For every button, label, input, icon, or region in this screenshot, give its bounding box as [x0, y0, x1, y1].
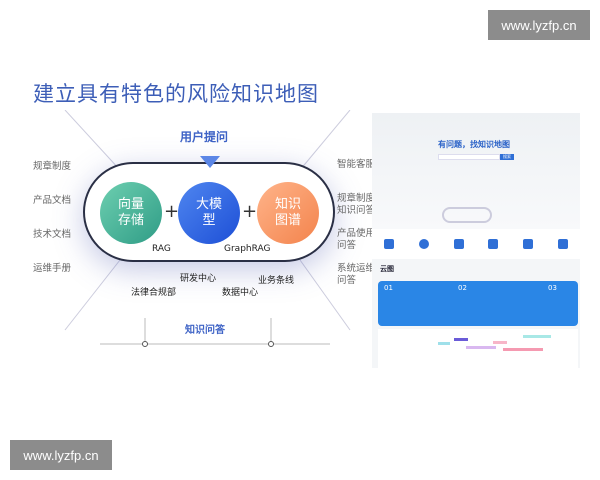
- search-input[interactable]: [438, 154, 500, 160]
- left-label: 运维手册: [33, 263, 72, 274]
- left-label: 产品文档: [33, 195, 72, 206]
- card-number: 03: [548, 284, 557, 292]
- plus-icon: +: [242, 201, 258, 222]
- feature-card: 01 02 03: [378, 281, 578, 326]
- card-number: 02: [458, 284, 467, 292]
- dept-label: 数据中心: [222, 288, 259, 298]
- search-title: 有问题，找知识地图: [438, 140, 510, 149]
- right-label: 规章制度 知识问答: [337, 193, 376, 216]
- user-question-label: 用户提问: [180, 130, 229, 144]
- category-icon[interactable]: [522, 239, 533, 249]
- dept-label: 法律合规部: [131, 288, 177, 298]
- qa-label: 知识问答: [185, 325, 225, 336]
- diagram-lines: [64, 110, 351, 347]
- right-label: 产品使用 问答: [337, 228, 376, 251]
- category-icon[interactable]: [488, 239, 499, 249]
- plus-icon: +: [164, 201, 180, 222]
- section-title: 云图: [380, 265, 394, 273]
- arrow-down-icon: [200, 156, 220, 168]
- category-icon[interactable]: [453, 239, 464, 249]
- timeline: [378, 329, 578, 368]
- right-label: 智能客服: [337, 159, 376, 170]
- search-button[interactable]: 搜索: [500, 154, 514, 160]
- llm-circle: 大模 型: [178, 182, 240, 244]
- card-number: 01: [384, 284, 393, 292]
- dept-label: 研发中心: [180, 274, 217, 284]
- page-title: 建立具有特色的风险知识地图: [33, 82, 319, 106]
- vector-store-circle: 向量 存储: [100, 182, 162, 244]
- app-screenshot: 有问题，找知识地图 搜索 云图 01 02 03: [372, 113, 580, 368]
- left-label: 技术文档: [33, 229, 72, 240]
- watermark-bottom: www.lyzfp.cn: [10, 440, 112, 470]
- knowledge-graph-circle: 知识 图谱: [257, 182, 319, 244]
- graphrag-label: GraphRAG: [224, 244, 271, 254]
- right-label: 系统运维 问答: [337, 263, 376, 286]
- dept-label: 业务条线: [258, 276, 295, 286]
- category-icon[interactable]: [418, 239, 429, 249]
- category-icon[interactable]: [384, 239, 395, 249]
- rag-label: RAG: [152, 244, 171, 254]
- watermark: www.lyzfp.cn: [488, 10, 590, 40]
- left-label: 规章制度: [33, 161, 72, 172]
- category-icon[interactable]: [557, 239, 568, 249]
- icon-row: [372, 229, 580, 259]
